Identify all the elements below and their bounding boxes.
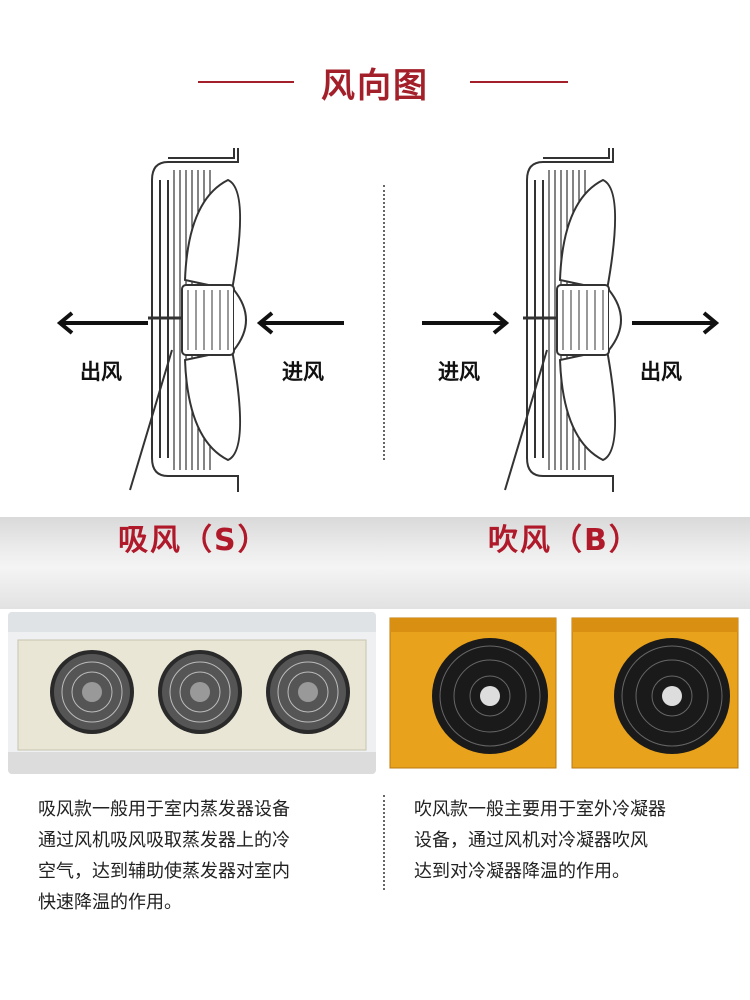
in-label-left: 进风 <box>282 360 324 384</box>
condenser-photo <box>386 612 748 774</box>
out-label-right: 出风 <box>640 360 682 384</box>
divider-dotted <box>383 185 385 460</box>
blowing-description-line: 设备，通过风机对冷凝器吹风 <box>414 830 648 851</box>
description-divider <box>383 795 385 890</box>
blowing-description: 吹风款一般主要用于室外冷凝器 设备，通过风机对冷凝器吹风 达到对冷凝器降温的作用… <box>414 794 744 887</box>
out-arrow-left-icon <box>56 311 148 335</box>
mode-band <box>0 517 750 609</box>
mode-label-suction: 吸风（S） <box>118 523 270 558</box>
suction-description-line: 吸风款一般用于室内蒸发器设备 <box>38 799 290 820</box>
in-label-right: 进风 <box>438 360 480 384</box>
mode-label-blowing: 吹风（B） <box>488 523 641 558</box>
title-rule-left <box>198 81 294 83</box>
fan-grille-1 <box>50 650 134 734</box>
out-label-left: 出风 <box>80 360 122 384</box>
in-arrow-left-icon <box>256 311 344 335</box>
condenser-unit-1 <box>389 617 557 769</box>
blowing-description-line: 吹风款一般主要用于室外冷凝器 <box>414 799 666 820</box>
title-rule-right <box>470 81 568 83</box>
suction-description-line: 快速降温的作用。 <box>38 892 182 913</box>
blowing-description-line: 达到对冷凝器降温的作用。 <box>414 861 630 882</box>
suction-description-line: 通过风机吸风吸取蒸发器上的冷 <box>38 830 290 851</box>
condenser-unit-2 <box>571 617 739 769</box>
fan-diagram-right <box>504 148 622 492</box>
suction-description: 吸风款一般用于室内蒸发器设备 通过风机吸风吸取蒸发器上的冷 空气，达到辅助使蒸发… <box>38 794 368 918</box>
page-title: 风向图 <box>321 66 429 106</box>
fan-grille-2 <box>158 650 242 734</box>
fan-grille-3 <box>266 650 350 734</box>
evaporator-photo <box>8 612 376 774</box>
out-arrow-right-icon <box>632 311 720 335</box>
fan-diagram-left <box>129 148 247 492</box>
in-arrow-right-icon <box>422 311 510 335</box>
suction-description-line: 空气，达到辅助使蒸发器对室内 <box>38 861 290 882</box>
